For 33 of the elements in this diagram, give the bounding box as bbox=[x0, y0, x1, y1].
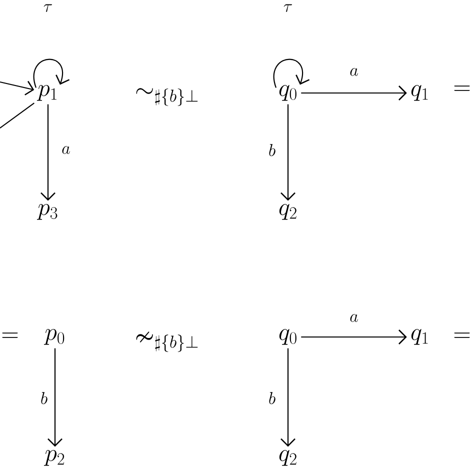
state-label: $p_1$ bbox=[36, 85, 56, 101]
relation-symbol: $=$ bbox=[454, 332, 470, 338]
relation-symbol: $\sim_{\sharp\{b\}\bot}$ bbox=[136, 88, 198, 106]
loop-arrow bbox=[273, 58, 310, 88]
edge-label: $a$ bbox=[350, 68, 358, 76]
arrow bbox=[40, 104, 56, 201]
relation-symbol: $=$ bbox=[454, 86, 470, 91]
arrow bbox=[48, 348, 62, 447]
edge-label: $a$ bbox=[350, 314, 358, 322]
edge-label: $a$ bbox=[62, 146, 70, 154]
arrow bbox=[0, 80, 34, 96]
edge-label: $\tau$ bbox=[44, 4, 52, 12]
edge-label: $\tau$ bbox=[284, 4, 292, 12]
edge-label: $b$ bbox=[269, 392, 276, 404]
state-label: $q_0$ bbox=[279, 329, 296, 345]
edge-label: $b$ bbox=[269, 144, 276, 156]
state-label: $q_1$ bbox=[411, 85, 428, 101]
state-label: $p_3$ bbox=[36, 204, 58, 220]
loop-arrow bbox=[33, 58, 70, 88]
state-label: $q_2$ bbox=[279, 450, 296, 466]
arrow bbox=[280, 348, 296, 447]
arrow bbox=[301, 86, 407, 100]
state-label: $q_2$ bbox=[279, 204, 296, 220]
state-label: $q_1$ bbox=[411, 329, 428, 345]
relation-symbol: $\nsim_{\sharp\{b\}\bot}$ bbox=[136, 332, 198, 352]
state-label: $q_0$ bbox=[279, 85, 296, 101]
arrow bbox=[301, 330, 407, 344]
edge-label: $b$ bbox=[41, 392, 48, 404]
state-label: $p_2$ bbox=[44, 450, 64, 466]
line bbox=[0, 102, 34, 128]
arrow bbox=[280, 104, 296, 201]
relation-symbol: $=$ bbox=[2, 332, 18, 338]
state-label: $p_0$ bbox=[44, 329, 64, 345]
